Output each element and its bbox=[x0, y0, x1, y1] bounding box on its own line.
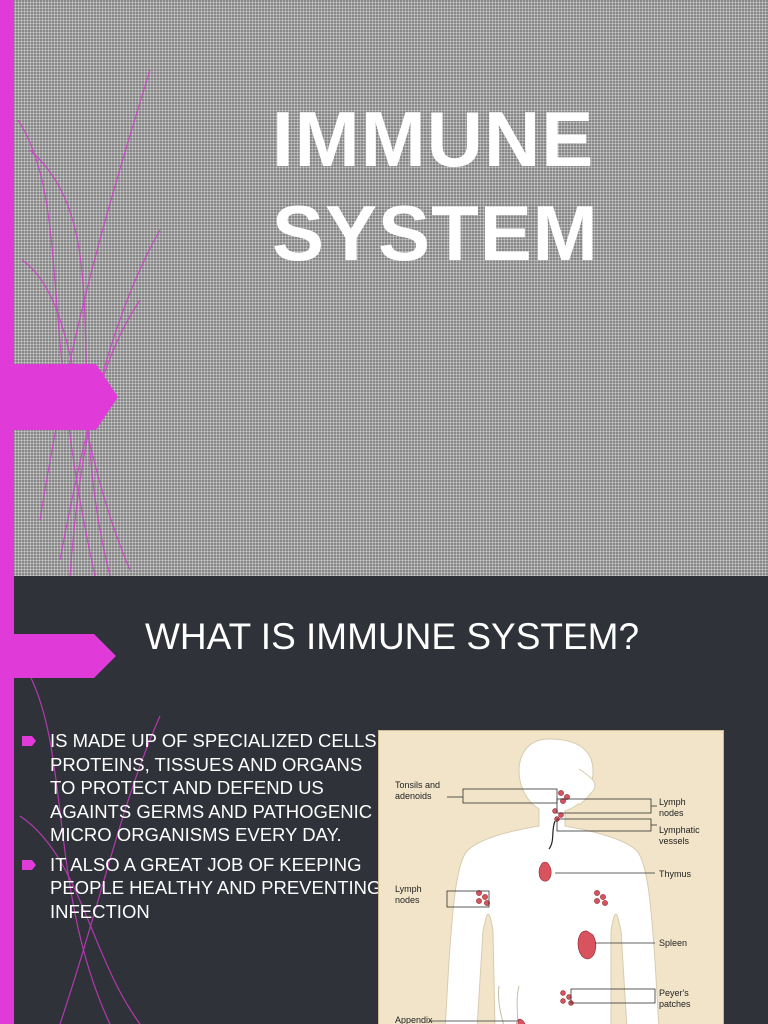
colon-outline bbox=[498, 985, 520, 1024]
label-appendix: Appendix bbox=[395, 1015, 433, 1024]
label-tonsils: Tonsils and bbox=[395, 780, 440, 790]
label-adenoids: adenoids bbox=[395, 791, 432, 801]
accent-arrow-tab bbox=[0, 364, 118, 430]
arrow-bullet-icon bbox=[22, 859, 36, 870]
pink-swirl-decoration bbox=[17, 69, 161, 576]
pink-swirl-decoration bbox=[19, 675, 161, 1024]
title-slide: IMMUNE SYSTEM bbox=[0, 0, 768, 576]
bullet-list: IS MADE UP OF SPECIALIZED CELLS, PROTEIN… bbox=[22, 729, 382, 929]
human-body-silhouette bbox=[444, 738, 660, 1024]
accent-bar bbox=[0, 0, 14, 576]
label-thymus: Thymus bbox=[659, 869, 692, 879]
body-illustration: Tonsils and adenoids Lymph nodes Lymphat… bbox=[395, 738, 700, 1024]
list-item: IS MADE UP OF SPECIALIZED CELLS, PROTEIN… bbox=[22, 729, 382, 847]
label-lymph-left-2: nodes bbox=[395, 895, 420, 905]
bullet-text: IS MADE UP OF SPECIALIZED CELLS, PROTEIN… bbox=[50, 730, 382, 845]
immune-system-diagram: Tonsils and adenoids Lymph nodes Lymphat… bbox=[378, 730, 724, 1024]
label-lymph-left-1: Lymph bbox=[395, 884, 422, 894]
label-spleen: Spleen bbox=[659, 938, 687, 948]
lymphoid-organs bbox=[476, 790, 608, 1024]
title-line-2: SYSTEM bbox=[272, 189, 599, 277]
accent-arrow-tab bbox=[0, 634, 116, 678]
label-leader-lines bbox=[429, 788, 657, 1022]
label-peyers-2: patches bbox=[659, 999, 691, 1009]
list-item: IT ALSO A GREAT JOB OF KEEPING PEOPLE HE… bbox=[22, 853, 382, 924]
content-slide: WHAT IS IMMUNE SYSTEM? IS MADE UP OF SPE… bbox=[0, 576, 768, 1024]
arrow-bullet-icon bbox=[22, 736, 36, 746]
label-lymph-right-1: Lymph bbox=[659, 797, 686, 807]
label-lymphatic-1: Lymphatic bbox=[659, 825, 700, 835]
label-lymphatic-2: vessels bbox=[659, 836, 690, 846]
title-line-1: IMMUNE bbox=[272, 95, 595, 183]
bullet-text: IT ALSO A GREAT JOB OF KEEPING PEOPLE HE… bbox=[50, 853, 382, 922]
slide-title: IMMUNE SYSTEM bbox=[272, 92, 599, 280]
slide-heading: WHAT IS IMMUNE SYSTEM? bbox=[145, 616, 640, 657]
accent-bar bbox=[0, 576, 14, 1024]
lymphatic-vessel-line bbox=[548, 820, 556, 850]
label-peyers-1: Peyer's bbox=[659, 988, 689, 998]
label-lymph-right-2: nodes bbox=[659, 808, 684, 818]
